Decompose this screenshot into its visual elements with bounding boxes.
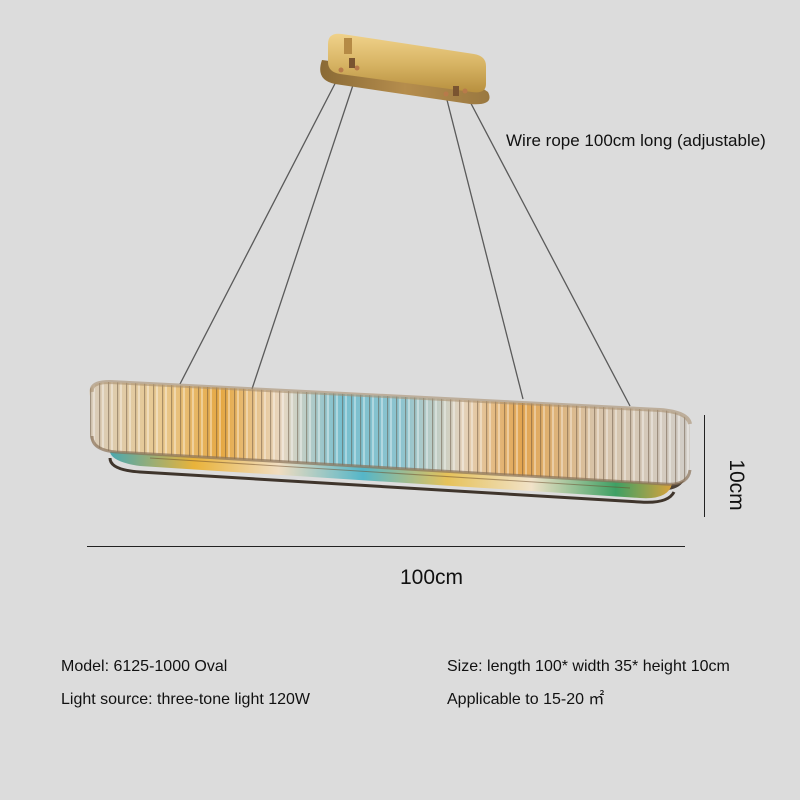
height-dimension-line: [704, 415, 705, 517]
spec-size: Size: length 100* width 35* height 10cm: [447, 658, 730, 675]
length-dimension-label: 100cm: [400, 566, 464, 589]
length-dimension-line: [87, 546, 685, 547]
spec-light-source: Light source: three-tone light 120W: [61, 691, 311, 708]
spec-model: Model: 6125-1000 Oval: [61, 658, 228, 675]
ceiling-canopy: [320, 33, 490, 105]
crystal-ring-fixture: [89, 379, 692, 504]
height-dimension-label: 10cm: [725, 459, 748, 511]
spec-applicable-area: Applicable to 15-20 ㎡: [447, 691, 605, 708]
suspension-wires: [179, 69, 631, 407]
wire-rope-annotation: Wire rope 100cm long (adjustable): [506, 131, 766, 150]
